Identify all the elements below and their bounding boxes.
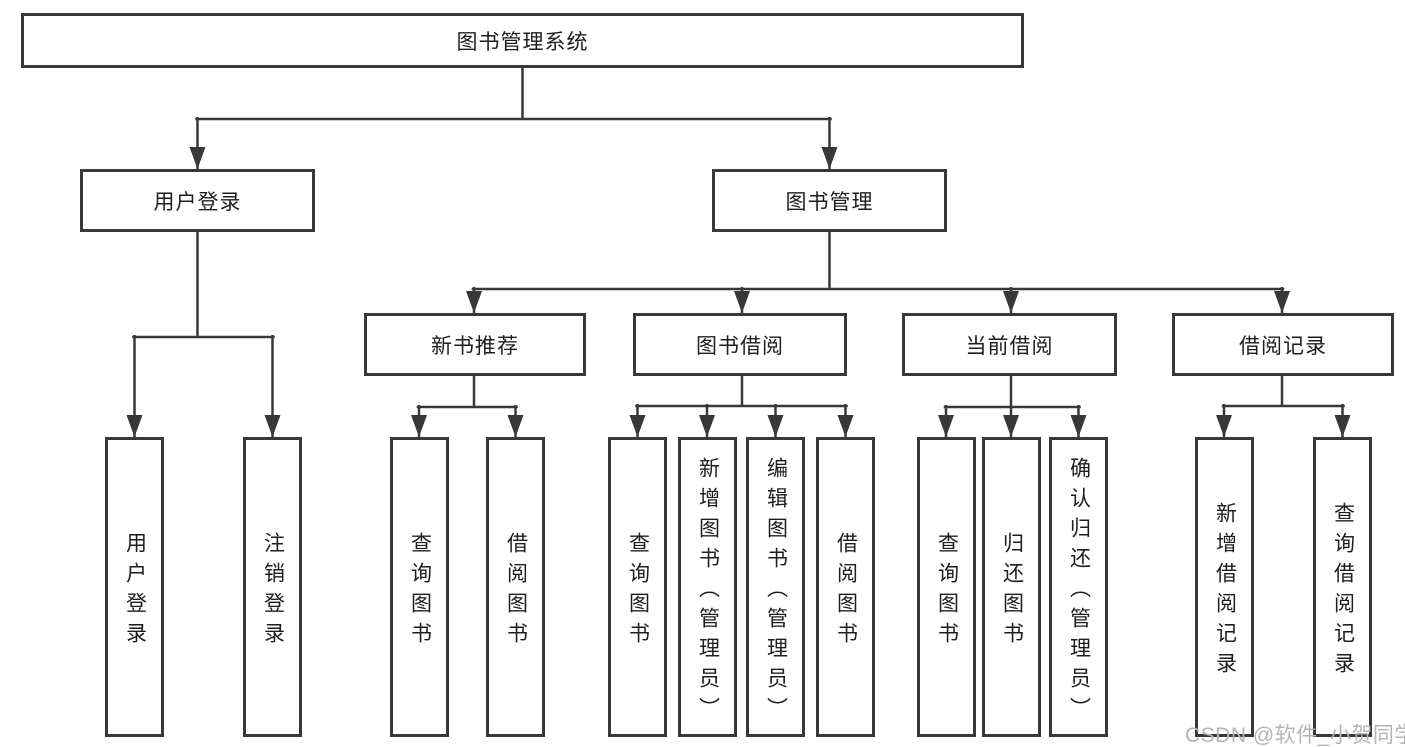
leaf-user-login: 用户登录 <box>105 437 164 737</box>
leaf-logout: 注销登录 <box>243 437 302 737</box>
node-borrowing-records: 借阅记录 <box>1172 313 1394 376</box>
node-book-management: 图书管理 <box>712 169 947 232</box>
leaf-borrow-books: 借阅图书 <box>816 437 875 737</box>
leaf-return-books: 归还图书 <box>982 437 1041 737</box>
node-label: 图书管理 <box>785 190 874 214</box>
leaf-add-borrow-record: 新增借阅记录 <box>1195 437 1254 737</box>
node-label: 借阅记录 <box>1239 334 1327 358</box>
leaf-label: 新增借阅记录 <box>1213 501 1237 682</box>
leaf-query-borrow-record: 查询借阅记录 <box>1313 437 1372 737</box>
leaf-label: 借阅图书 <box>504 531 528 652</box>
node-label: 图书借阅 <box>696 334 784 358</box>
leaf-query-books-borrow: 查询图书 <box>608 437 667 737</box>
node-current-borrowing: 当前借阅 <box>902 313 1117 376</box>
leaf-label: 注销登录 <box>261 531 285 652</box>
node-book-borrowing: 图书借阅 <box>633 313 847 376</box>
node-new-book-recommendation: 新书推荐 <box>364 313 586 376</box>
node-user-login: 用户登录 <box>80 169 315 232</box>
leaf-query-books-current: 查询图书 <box>917 437 976 737</box>
leaf-label: 借阅图书 <box>834 531 858 652</box>
node-label: 用户登录 <box>153 190 242 214</box>
leaf-label: 新增图书（管理员） <box>696 456 720 727</box>
leaf-label: 归还图书 <box>1000 531 1024 652</box>
node-label: 新书推荐 <box>431 334 519 358</box>
leaf-label: 查询图书 <box>408 531 432 652</box>
leaf-label: 确认归还（管理员） <box>1067 456 1091 727</box>
leaf-confirm-return-admin: 确认归还（管理员） <box>1049 437 1108 737</box>
leaf-borrow-books-recommend: 借阅图书 <box>486 437 545 737</box>
leaf-label: 查询借阅记录 <box>1331 501 1355 682</box>
leaf-query-books-recommend: 查询图书 <box>390 437 449 737</box>
leaf-label: 查询图书 <box>626 531 650 652</box>
node-label: 当前借阅 <box>965 334 1054 358</box>
leaf-label: 用户登录 <box>123 531 147 652</box>
leaf-add-book-admin: 新增图书（管理员） <box>678 437 737 737</box>
node-library-management-system: 图书管理系统 <box>21 13 1024 68</box>
leaf-edit-book-admin: 编辑图书（管理员） <box>746 437 805 737</box>
watermark: CSDN @软件_小贺同学 <box>1185 724 1405 747</box>
leaf-label: 查询图书 <box>935 531 959 652</box>
node-label: 图书管理系统 <box>456 30 589 54</box>
leaf-label: 编辑图书（管理员） <box>764 456 788 727</box>
